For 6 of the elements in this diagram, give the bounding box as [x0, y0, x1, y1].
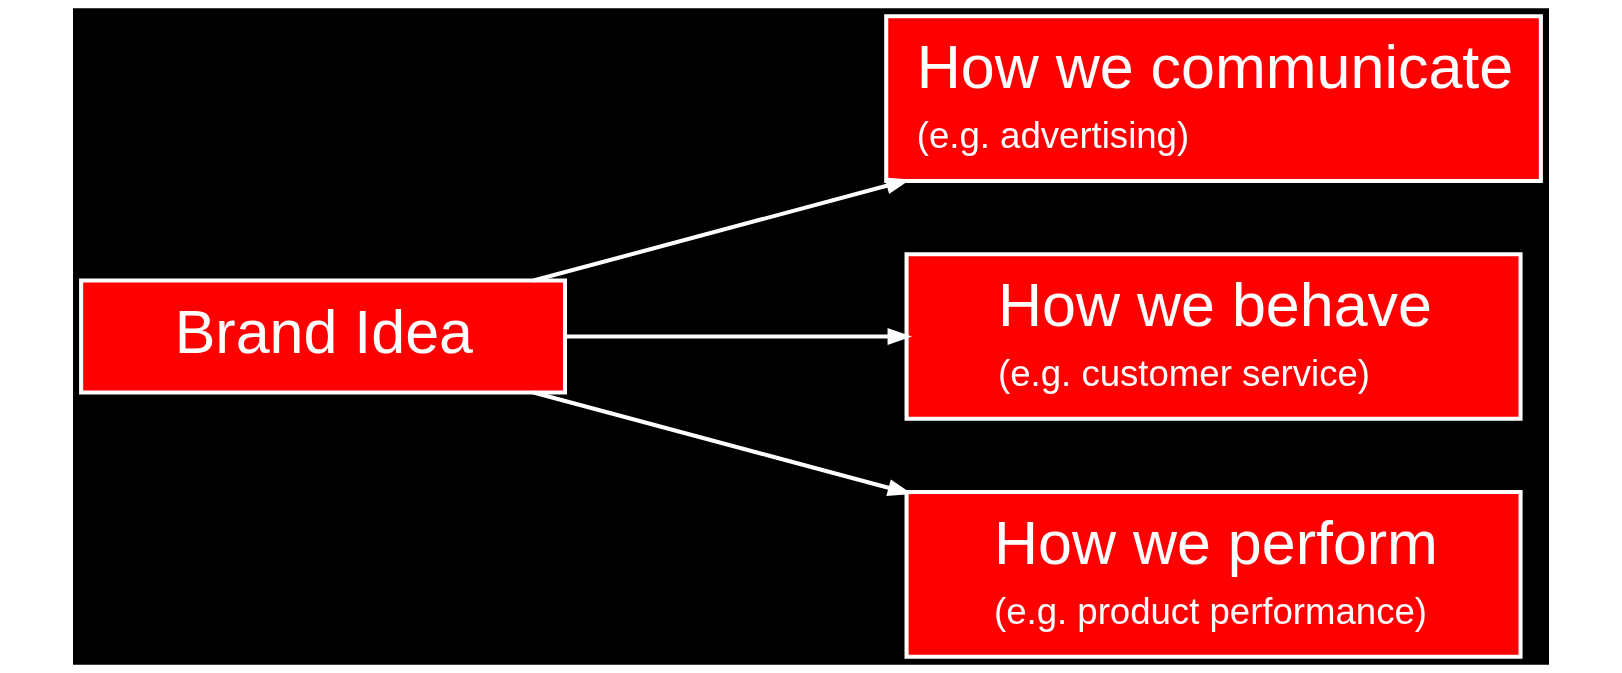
node-box: How we behave (e.g. customer service) — [904, 252, 1523, 421]
node-box: How we communicate (e.g. advertising) — [884, 14, 1543, 183]
arrow — [565, 327, 912, 346]
arrow — [532, 390, 913, 496]
node-box: Brand Idea — [79, 278, 568, 395]
node-box: How we perform (e.g. product performance) — [904, 490, 1523, 659]
